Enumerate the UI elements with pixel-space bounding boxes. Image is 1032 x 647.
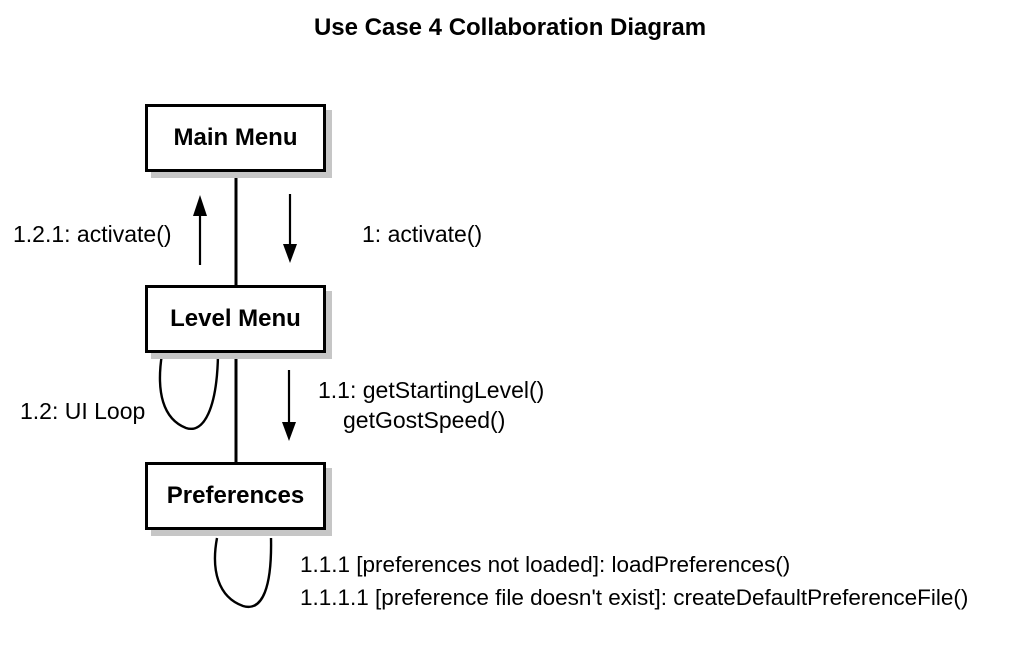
message-label-create-default-preference-file: 1.1.1.1 [preference file doesn't exist]:… bbox=[300, 585, 969, 610]
message-label-get-starting-level: 1.1: getStartingLevel() bbox=[318, 377, 545, 403]
node-main-menu: Main Menu bbox=[145, 104, 326, 172]
arrow-down-activate-icon bbox=[283, 194, 297, 263]
message-label-ui-loop: 1.2: UI Loop bbox=[20, 398, 146, 424]
diagram-title: Use Case 4 Collaboration Diagram bbox=[313, 14, 707, 41]
node-level-menu-label: Level Menu bbox=[170, 305, 301, 332]
self-loop-preferences-icon bbox=[213, 537, 273, 609]
arrow-up-activate-icon bbox=[193, 195, 207, 265]
message-label-get-gost-speed: getGostSpeed() bbox=[343, 407, 506, 433]
node-preferences: Preferences bbox=[145, 462, 326, 530]
self-loop-level-menu-icon bbox=[158, 353, 220, 431]
node-level-menu: Level Menu bbox=[145, 285, 326, 353]
node-main-menu-label: Main Menu bbox=[173, 124, 298, 151]
arrow-down-get-levels-icon bbox=[282, 370, 296, 441]
message-label-load-preferences: 1.1.1 [preferences not loaded]: loadPref… bbox=[300, 552, 791, 577]
message-label-activate-up: 1.2.1: activate() bbox=[13, 221, 172, 247]
node-preferences-label: Preferences bbox=[166, 482, 305, 509]
message-label-activate-down: 1: activate() bbox=[362, 221, 483, 247]
